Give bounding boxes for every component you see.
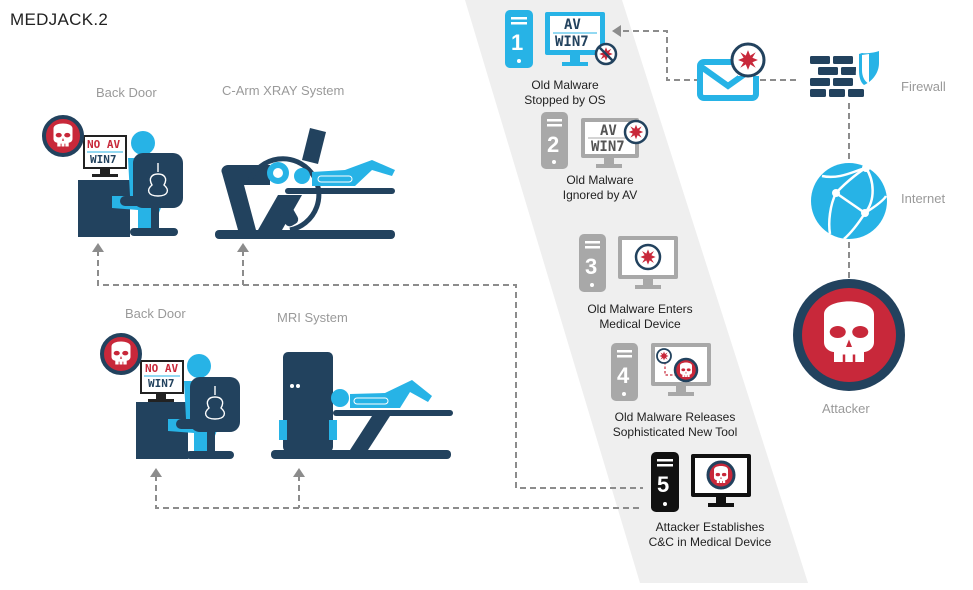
connector-bottom-row <box>155 475 643 509</box>
arrow-up-icon <box>237 243 249 252</box>
step-4-label-line2: Sophisticated New Tool <box>612 425 738 439</box>
step-3-label-line1: Old Malware Enters <box>587 302 693 316</box>
arrow-up-icon <box>150 468 162 477</box>
step-1-screen-av: AV <box>564 17 581 33</box>
step-2-icon <box>541 112 649 169</box>
step-4-label: Old Malware Releases Sophisticated New T… <box>605 410 745 440</box>
label-backdoor-top: Back Door <box>96 85 157 100</box>
step-2-screen-win7: WIN7 <box>591 139 625 155</box>
arrow-left-icon <box>612 25 621 37</box>
attacker-skull-icon <box>793 279 905 391</box>
step-5-icon <box>651 452 751 512</box>
label-attacker: Attacker <box>822 401 870 416</box>
step-4-label-line1: Old Malware Releases <box>614 410 736 424</box>
step-4-icon <box>611 343 711 401</box>
backdoor-workstation-top <box>42 115 183 237</box>
monitor-bottom-noav: NO AV <box>145 362 179 375</box>
monitor-top-win7: WIN7 <box>90 153 117 166</box>
step-5-label-line2: C&C in Medical Device <box>648 535 772 549</box>
step-2-label-line1: Old Malware <box>566 173 634 187</box>
connector-email-to-step1 <box>620 30 700 81</box>
step-2-label: Old Malware Ignored by AV <box>555 173 645 203</box>
step-5-label: Attacker Establishes C&C in Medical Devi… <box>640 520 780 550</box>
step-3-icon <box>579 234 678 292</box>
monitor-bottom-win7: WIN7 <box>148 377 175 390</box>
step-5-number: 5 <box>657 472 670 497</box>
step-4-number: 4 <box>617 363 630 388</box>
step-3-label-line2: Medical Device <box>599 317 681 331</box>
step-2-screen-av: AV <box>600 123 617 139</box>
arrow-up-icon <box>293 468 305 477</box>
label-mri: MRI System <box>277 310 348 325</box>
label-backdoor-bottom: Back Door <box>125 306 186 321</box>
step-1-label: Old Malware Stopped by OS <box>520 78 610 108</box>
step-1-icon <box>505 10 618 68</box>
infected-email-icon <box>697 42 766 101</box>
firewall-icon <box>810 48 882 97</box>
arrowheads <box>92 25 621 477</box>
label-carm-xray: C-Arm XRAY System <box>222 83 345 98</box>
internet-globe-icon <box>811 163 888 240</box>
mri-device <box>271 352 453 459</box>
step-1-label-line1: Old Malware <box>531 78 599 92</box>
monitor-top-noav: NO AV <box>87 138 121 151</box>
page-title: MEDJACK.2 <box>10 10 109 29</box>
step-2-label-line2: Ignored by AV <box>562 188 638 202</box>
label-internet: Internet <box>901 191 946 206</box>
step-3-number: 3 <box>585 254 598 279</box>
step-3-label: Old Malware Enters Medical Device <box>575 302 705 332</box>
step-1-label-line2: Stopped by OS <box>524 93 606 107</box>
step-5-label-line1: Attacker Establishes <box>655 520 765 534</box>
label-firewall: Firewall <box>901 79 946 94</box>
connector-lines <box>97 30 850 509</box>
carm-xray-device <box>215 128 395 239</box>
arrow-up-icon <box>92 243 104 252</box>
step-1-screen-win7: WIN7 <box>555 34 589 50</box>
backdoor-workstation-bottom <box>100 333 240 459</box>
step-1-number: 1 <box>511 30 524 55</box>
connector-top-row <box>97 250 643 489</box>
step-2-number: 2 <box>547 132 560 157</box>
